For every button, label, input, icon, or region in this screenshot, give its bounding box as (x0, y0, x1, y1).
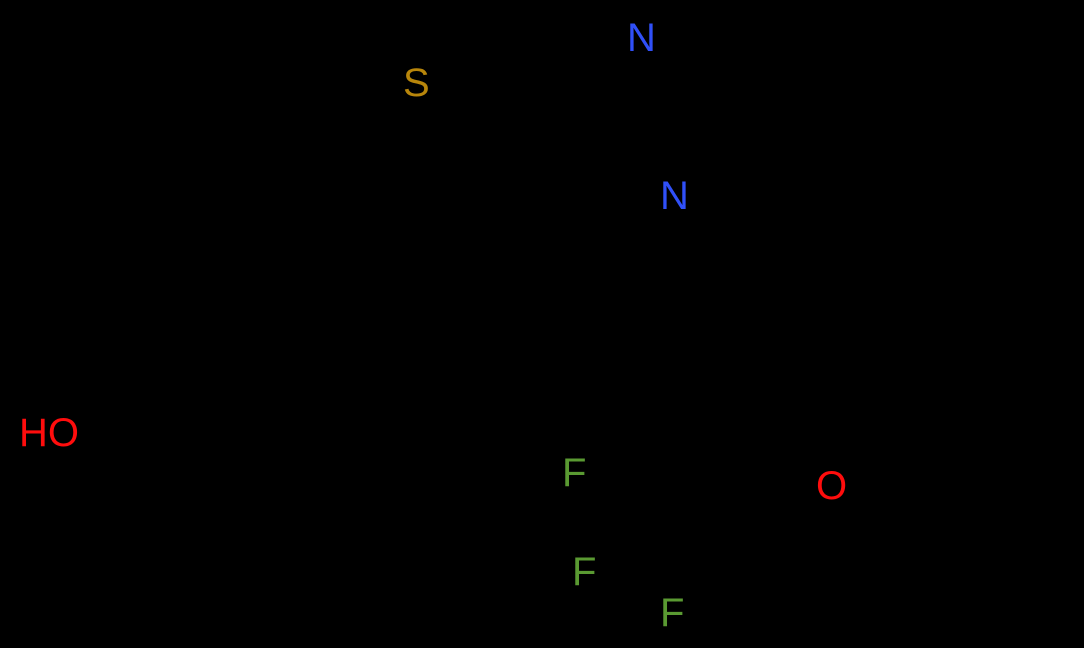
atom-fluorine-1: F (562, 451, 587, 495)
atom-sulfur: S (403, 61, 430, 105)
atom-nitrogen-top: N (627, 16, 656, 60)
atom-nitrogen-ring: N (660, 174, 689, 218)
atom-fluorine-2: F (572, 550, 597, 594)
atom-oxygen-ether: O (816, 464, 848, 508)
atom-hydroxyl: HO (19, 411, 79, 455)
atom-fluorine-3: F (660, 591, 685, 635)
